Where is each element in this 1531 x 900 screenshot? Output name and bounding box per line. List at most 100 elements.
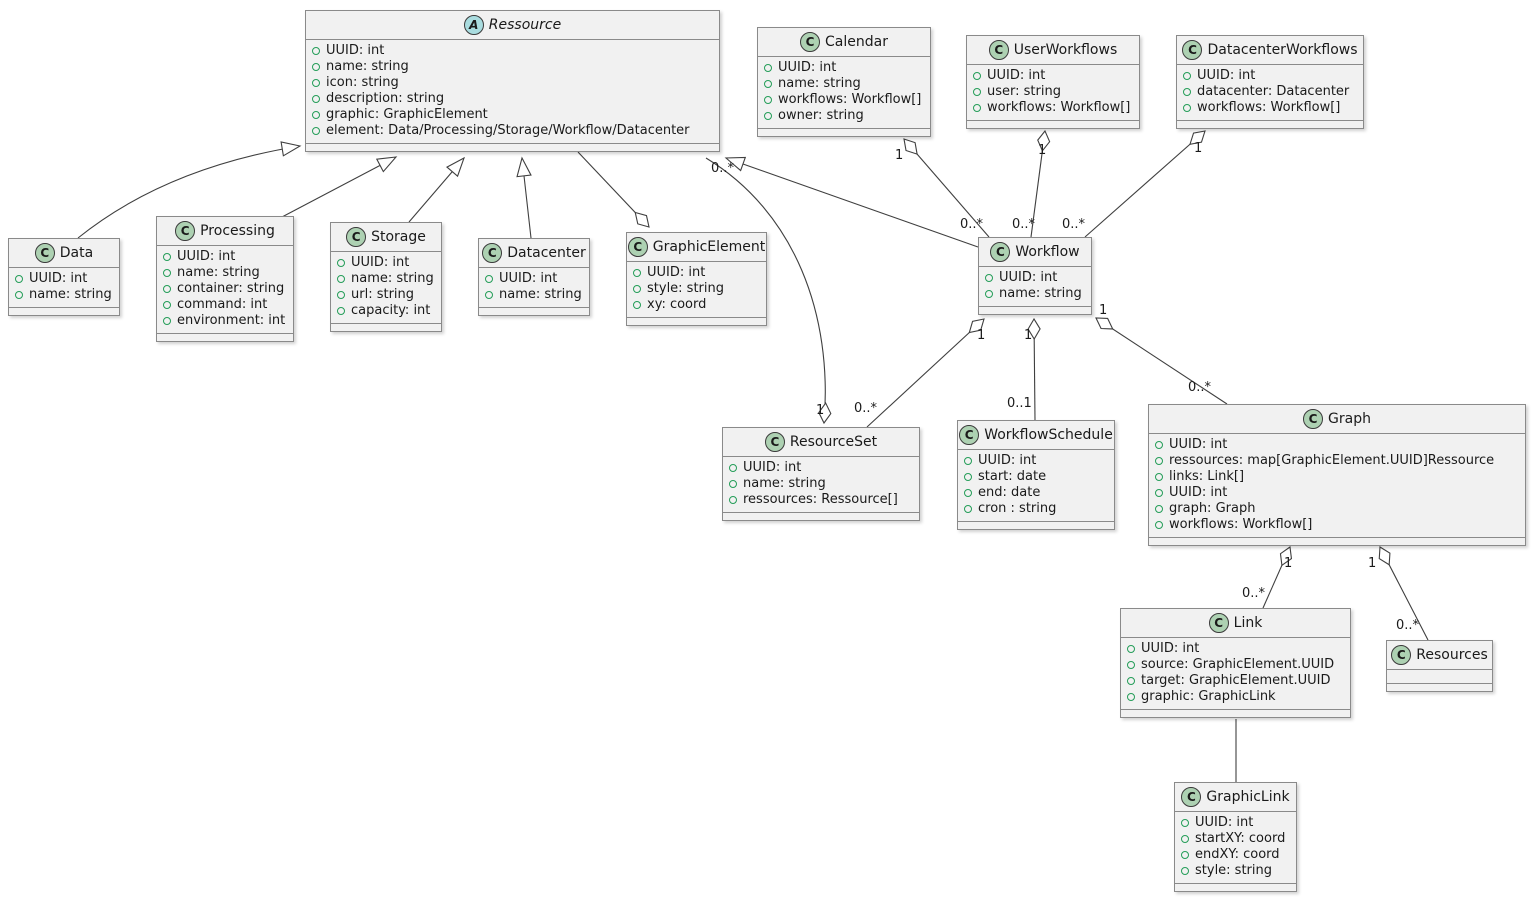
class-header: C Workflow (979, 238, 1091, 267)
field-visibility-icon (985, 290, 993, 298)
class-header: C WorkflowSchedule (958, 421, 1114, 450)
class-resources: C Resources (1386, 640, 1493, 692)
field-visibility-icon (973, 88, 981, 96)
class-attribute: UUID: int (312, 43, 713, 59)
attribute-text: command: int (177, 297, 268, 312)
class-attribute: UUID: int (485, 271, 583, 287)
abstract-class-icon: A (463, 15, 484, 35)
class-attribute: workflows: Workflow[] (764, 92, 924, 108)
attribute-text: links: Link[] (1169, 469, 1245, 484)
attribute-text: workflows: Workflow[] (1169, 517, 1313, 532)
class-attribute: workflows: Workflow[] (1155, 517, 1519, 533)
class-header: C UserWorkflows (967, 36, 1139, 65)
class-icon: C (1208, 613, 1229, 633)
class-attribute: UUID: int (633, 265, 760, 281)
aggregation-ressource-graphicelement (577, 151, 649, 227)
field-visibility-icon (337, 307, 345, 315)
multiplicity-label: 0..* (711, 161, 735, 176)
inheritance-datacenter-ressource (516, 156, 532, 239)
multiplicity-label: 1 (1284, 556, 1292, 571)
attribute-text: workflows: Workflow[] (987, 100, 1131, 115)
attribute-text: UUID: int (29, 271, 88, 286)
field-visibility-icon (1181, 867, 1189, 875)
class-attribute: description: string (312, 91, 713, 107)
class-attribute: name: string (729, 476, 913, 492)
aggregation-workflow-graph (1096, 318, 1228, 405)
field-visibility-icon (764, 112, 772, 120)
attribute-text: style: string (1195, 863, 1273, 878)
field-visibility-icon (163, 301, 171, 309)
field-visibility-icon (163, 253, 171, 261)
attribute-text: style: string (647, 281, 725, 296)
attribute-text: start: date (978, 469, 1047, 484)
class-icon: C (175, 221, 196, 241)
class-attribute: end: date (964, 485, 1108, 501)
class-attribute: ressources: map[GraphicElement.UUID]Ress… (1155, 453, 1519, 469)
methods-compartment (331, 324, 441, 331)
multiplicity-label: 0..* (960, 217, 984, 232)
class-attribute: UUID: int (964, 453, 1108, 469)
attribute-text: icon: string (326, 75, 399, 90)
attribute-text: description: string (326, 91, 445, 106)
aggregation-calendar-workflow (904, 139, 990, 238)
attribute-text: environment: int (177, 313, 286, 328)
class-attribute: UUID: int (729, 460, 913, 476)
attribute-text: graphic: GraphicElement (326, 107, 488, 122)
class-attribute: workflows: Workflow[] (973, 100, 1133, 116)
field-visibility-icon (312, 63, 320, 71)
field-visibility-icon (729, 480, 737, 488)
class-name: Datacenter (507, 245, 586, 261)
class-attribute: element: Data/Processing/Storage/Workflo… (312, 123, 713, 139)
methods-compartment (958, 522, 1114, 529)
field-visibility-icon (729, 464, 737, 472)
class-icon: C (990, 242, 1011, 262)
class-icon: C (346, 227, 367, 247)
class-attribute: UUID: int (1155, 437, 1519, 453)
class-header: C Calendar (758, 28, 930, 57)
field-visibility-icon (1155, 521, 1163, 529)
class-attribute: owner: string (764, 108, 924, 124)
class-attribute: container: string (163, 281, 287, 297)
class-icon: C (627, 237, 648, 257)
class-header: C Graph (1149, 405, 1525, 434)
methods-compartment (979, 307, 1091, 314)
methods-compartment (758, 129, 930, 136)
field-visibility-icon (985, 274, 993, 282)
class-attribute: ressources: Ressource[] (729, 492, 913, 508)
class-attribute: UUID: int (985, 270, 1085, 286)
field-visibility-icon (312, 47, 320, 55)
field-visibility-icon (312, 127, 320, 135)
class-name: Data (59, 245, 94, 261)
attribute-text: target: GraphicElement.UUID (1141, 673, 1331, 688)
class-attribute: UUID: int (764, 60, 924, 76)
class-attribute: name: string (985, 286, 1085, 302)
attribute-text: workflows: Workflow[] (778, 92, 922, 107)
multiplicity-label: 0..* (854, 401, 878, 416)
field-visibility-icon (764, 96, 772, 104)
attribute-text: name: string (326, 59, 409, 74)
class-header: C Processing (157, 217, 293, 246)
attribute-text: xy: coord (647, 297, 707, 312)
attribute-text: UUID: int (1169, 437, 1228, 452)
class-name: Graph (1328, 411, 1371, 427)
attribute-text: name: string (29, 287, 112, 302)
class-header: C Storage (331, 223, 441, 252)
class-attribute: graphic: GraphicLink (1127, 689, 1344, 705)
attribute-text: UUID: int (778, 60, 837, 75)
field-visibility-icon (764, 64, 772, 72)
field-visibility-icon (1127, 693, 1135, 701)
attribute-text: user: string (987, 84, 1061, 99)
methods-compartment (306, 144, 719, 151)
class-header: C GraphicElement (627, 233, 766, 262)
attribute-text: UUID: int (351, 255, 410, 270)
attribute-list (1387, 670, 1492, 684)
